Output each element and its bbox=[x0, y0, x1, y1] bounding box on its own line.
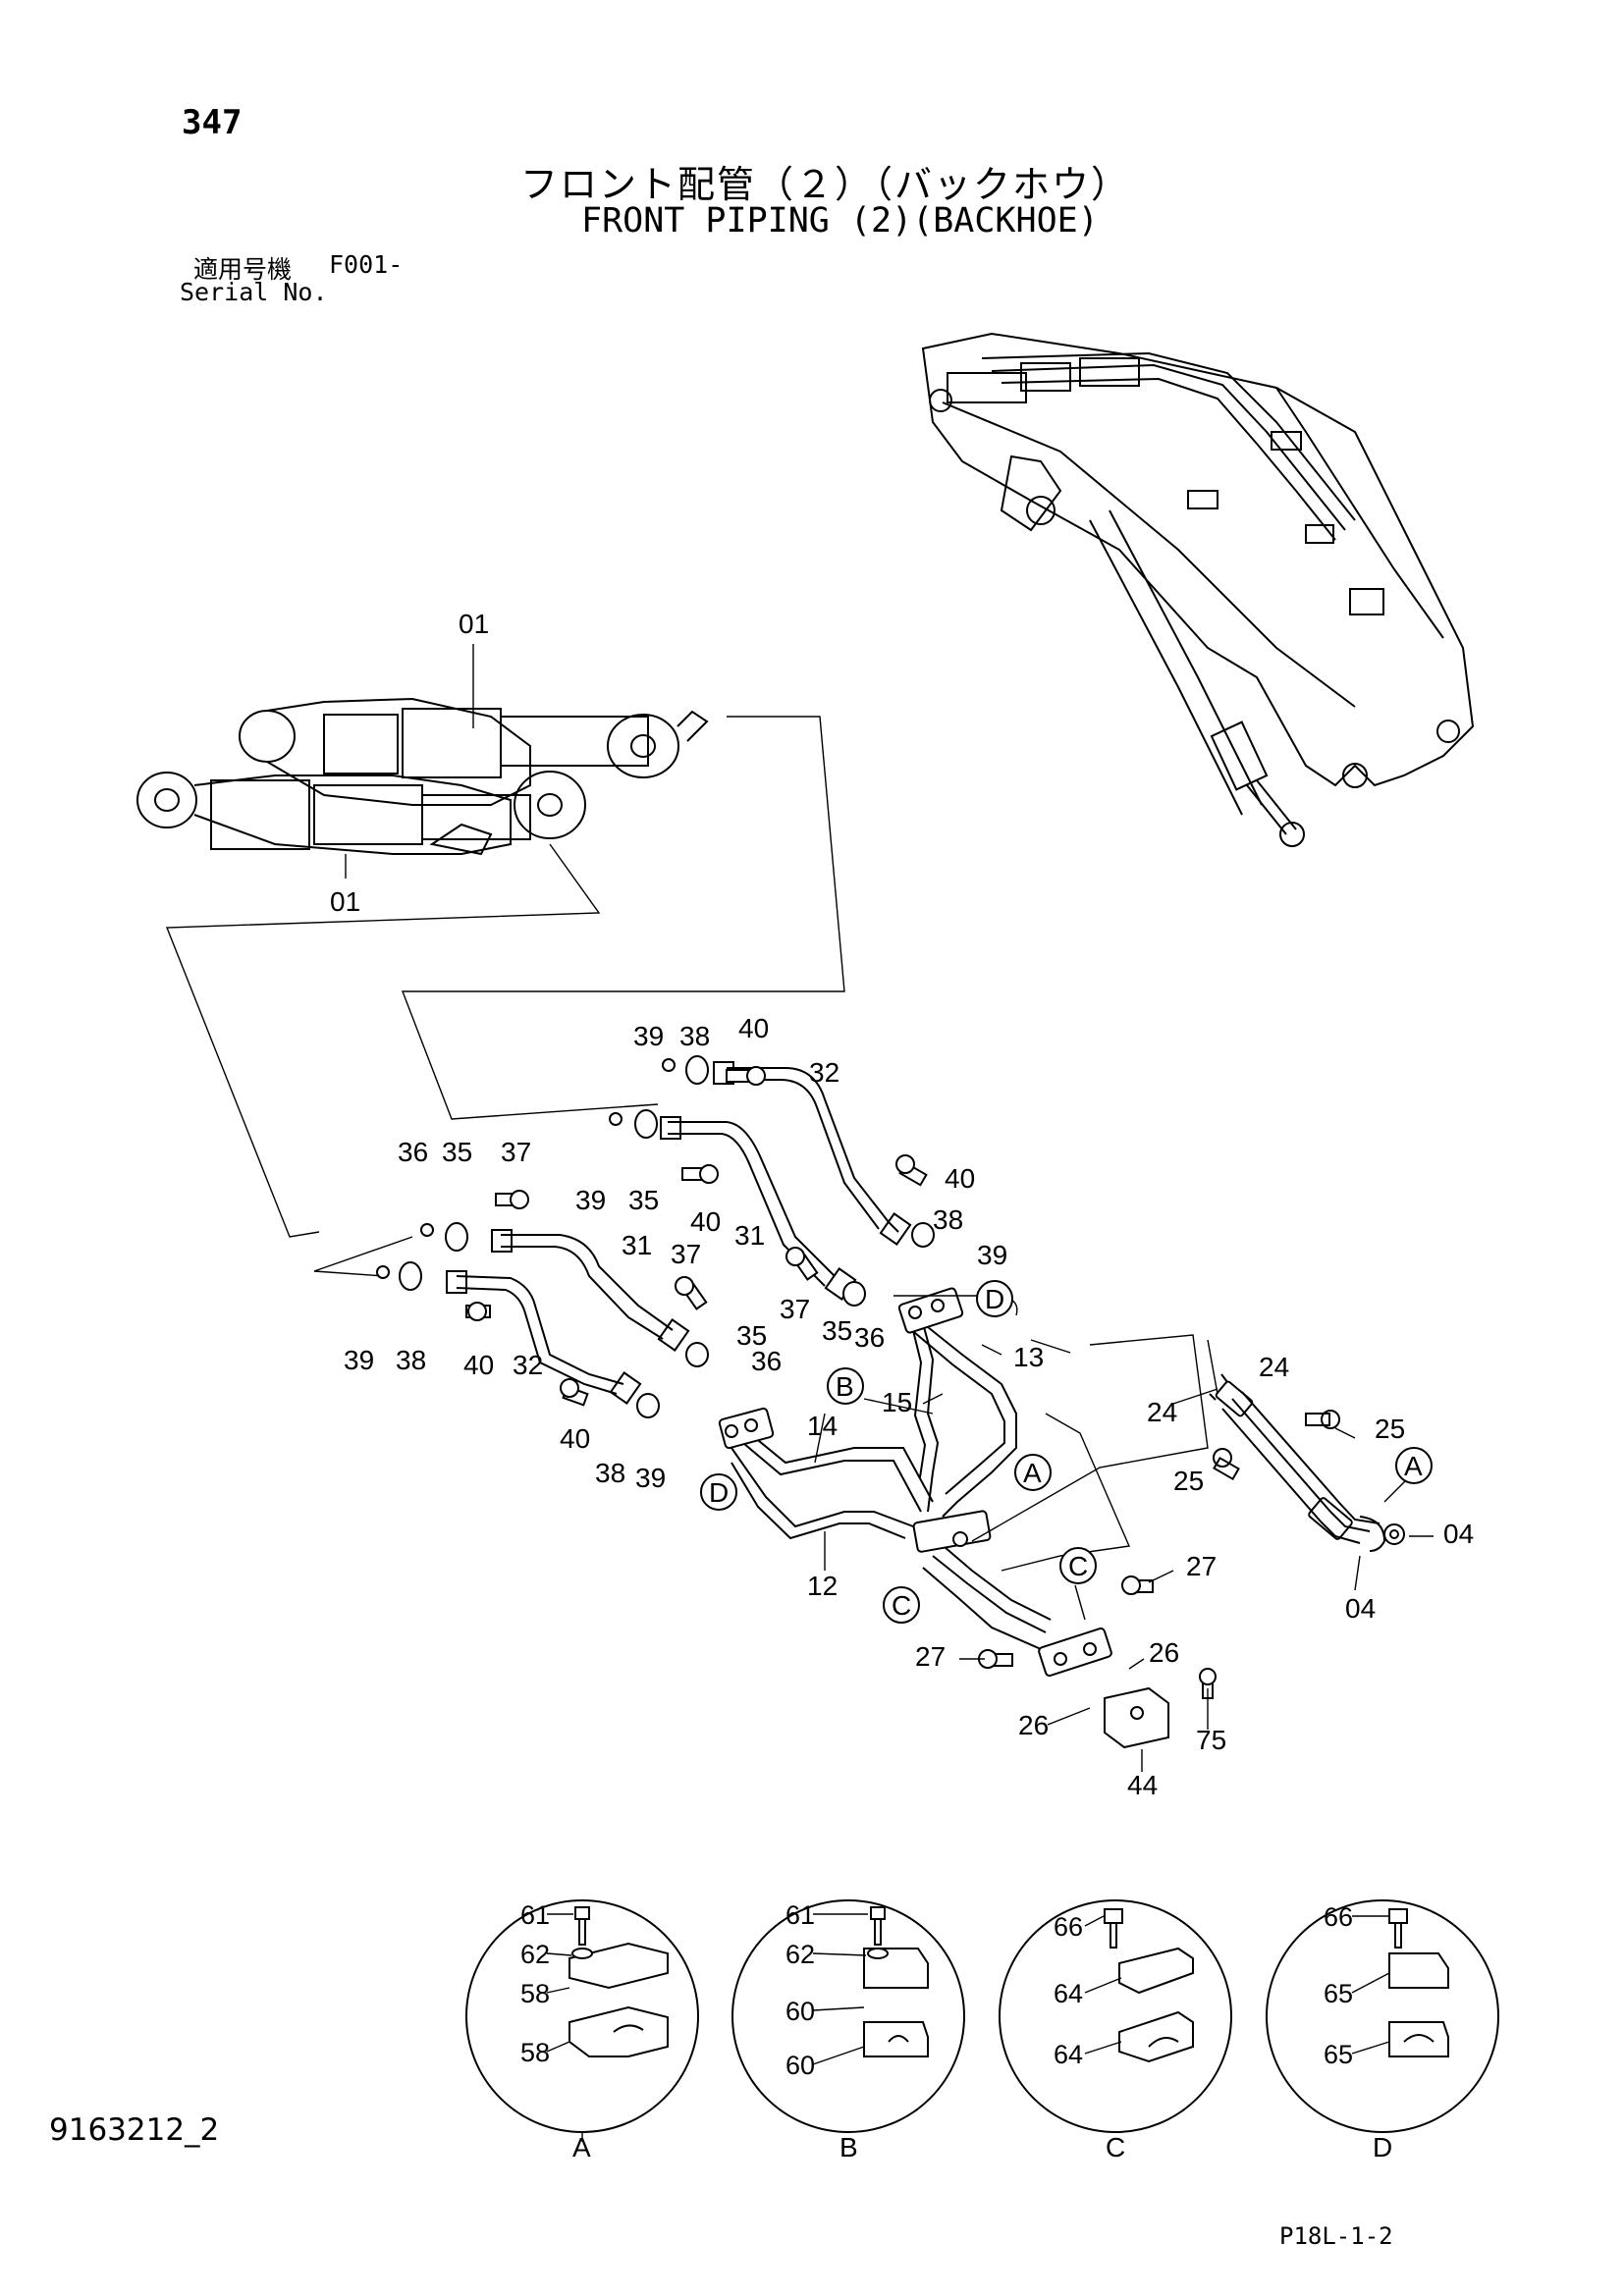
detail-a bbox=[465, 1899, 699, 2133]
callout-13: 13 bbox=[1013, 1342, 1044, 1372]
callout-27: 27 bbox=[1186, 1551, 1217, 1581]
callout-24: 24 bbox=[1147, 1397, 1177, 1427]
callout-37: 37 bbox=[671, 1239, 701, 1269]
pipe-group-middle bbox=[731, 1305, 1052, 1650]
callout-27: 27 bbox=[915, 1641, 946, 1672]
clamp-parts-middle bbox=[718, 1287, 1217, 1749]
detail-a-letter: A bbox=[572, 2132, 591, 2163]
callout-04: 04 bbox=[1443, 1519, 1474, 1549]
detail-a-label-58: 58 bbox=[520, 2038, 550, 2067]
callout-37: 37 bbox=[780, 1294, 810, 1324]
detail-b-letter: B bbox=[839, 2132, 858, 2163]
callout-39: 39 bbox=[633, 1021, 664, 1051]
marker-a: A bbox=[1023, 1458, 1042, 1488]
boom-assembly-illustration bbox=[921, 332, 1475, 847]
detail-c-letter: C bbox=[1106, 2132, 1125, 2163]
pipe-group-right bbox=[1209, 1373, 1405, 1552]
callout-44: 44 bbox=[1127, 1770, 1158, 1800]
detail-b-label-60: 60 bbox=[785, 1997, 815, 2026]
callout-24: 24 bbox=[1259, 1352, 1289, 1382]
detail-d-label-66: 66 bbox=[1324, 1902, 1353, 1932]
detail-leader-lines bbox=[546, 1913, 1390, 2142]
callout-31: 31 bbox=[734, 1220, 765, 1251]
callout-26: 26 bbox=[1149, 1637, 1179, 1668]
leader-lines bbox=[814, 1344, 1434, 1772]
cylinder-illustration bbox=[136, 697, 709, 856]
callout-40: 40 bbox=[945, 1163, 975, 1194]
detail-a-label-62: 62 bbox=[520, 1940, 550, 1969]
callout-38: 38 bbox=[595, 1458, 625, 1488]
callout-25: 25 bbox=[1375, 1414, 1405, 1444]
marker-c: C bbox=[892, 1590, 911, 1621]
detail-d-label-65: 65 bbox=[1324, 2040, 1353, 2069]
callout-39: 39 bbox=[635, 1463, 666, 1493]
callout-01: 01 bbox=[330, 886, 360, 917]
callout-32: 32 bbox=[809, 1057, 839, 1088]
detail-c-label-64: 64 bbox=[1054, 2040, 1083, 2069]
callout-15: 15 bbox=[882, 1387, 912, 1417]
detail-b-label-61: 61 bbox=[785, 1900, 815, 1930]
callout-12: 12 bbox=[807, 1571, 838, 1601]
callout-40: 40 bbox=[463, 1350, 494, 1380]
detail-c-label-66: 66 bbox=[1054, 1912, 1083, 1942]
marker-a: A bbox=[1404, 1451, 1423, 1481]
marker-c: C bbox=[1068, 1551, 1088, 1581]
callout-36: 36 bbox=[854, 1322, 885, 1353]
marker-d: D bbox=[709, 1477, 729, 1508]
callout-39: 39 bbox=[977, 1240, 1007, 1270]
detail-b-label-62: 62 bbox=[785, 1940, 815, 1969]
callout-39: 39 bbox=[344, 1345, 374, 1375]
callout-26: 26 bbox=[1018, 1710, 1049, 1740]
page-code: P18L-1-2 bbox=[1279, 2222, 1393, 2250]
title-english: FRONT PIPING (2)(BACKHOE) bbox=[581, 201, 1099, 240]
clamp-parts-left bbox=[376, 1055, 935, 1418]
callout-38: 38 bbox=[679, 1021, 710, 1051]
callout-40: 40 bbox=[560, 1423, 590, 1454]
callout-39: 39 bbox=[575, 1185, 606, 1215]
detail-d-letter: D bbox=[1373, 2132, 1392, 2163]
callout-36: 36 bbox=[398, 1137, 428, 1167]
callout-35: 35 bbox=[736, 1320, 767, 1351]
callout-32: 32 bbox=[513, 1350, 543, 1380]
reference-markers bbox=[700, 1280, 1433, 1624]
callout-37: 37 bbox=[501, 1137, 531, 1167]
callout-25: 25 bbox=[1173, 1466, 1204, 1496]
callout-40: 40 bbox=[738, 1013, 769, 1043]
serial-label-japanese: 適用号機 bbox=[193, 255, 293, 284]
callout-38: 38 bbox=[396, 1345, 426, 1375]
page-number: 347 bbox=[182, 103, 243, 142]
serial-code: F001- bbox=[329, 250, 404, 279]
callout-01: 01 bbox=[459, 609, 489, 639]
detail-a-label-58: 58 bbox=[520, 1979, 550, 2008]
serial-label-english: Serial No. bbox=[180, 278, 328, 306]
callout-38: 38 bbox=[933, 1204, 963, 1235]
section-boundary-lines bbox=[165, 716, 845, 1277]
detail-b-label-60: 60 bbox=[785, 2051, 815, 2080]
title-japanese: フロント配管（２）（バックホウ） bbox=[520, 163, 1131, 206]
detail-d bbox=[1266, 1899, 1499, 2133]
callout-35: 35 bbox=[628, 1185, 659, 1215]
marker-d: D bbox=[985, 1284, 1004, 1314]
detail-c-label-64: 64 bbox=[1054, 1979, 1083, 2008]
callout-35: 35 bbox=[442, 1137, 472, 1167]
detail-b bbox=[731, 1899, 965, 2133]
callout-35: 35 bbox=[822, 1315, 852, 1346]
callout-31: 31 bbox=[622, 1230, 652, 1260]
detail-d-label-65: 65 bbox=[1324, 1979, 1353, 2008]
callout-36: 36 bbox=[751, 1346, 782, 1376]
marker-b: B bbox=[836, 1371, 854, 1402]
document-id: 9163212_2 bbox=[49, 2112, 220, 2148]
callout-04: 04 bbox=[1345, 1593, 1376, 1624]
detail-a-label-61: 61 bbox=[520, 1900, 550, 1930]
callout-40: 40 bbox=[690, 1206, 721, 1237]
detail-c bbox=[999, 1899, 1232, 2133]
callout-75: 75 bbox=[1196, 1725, 1226, 1755]
